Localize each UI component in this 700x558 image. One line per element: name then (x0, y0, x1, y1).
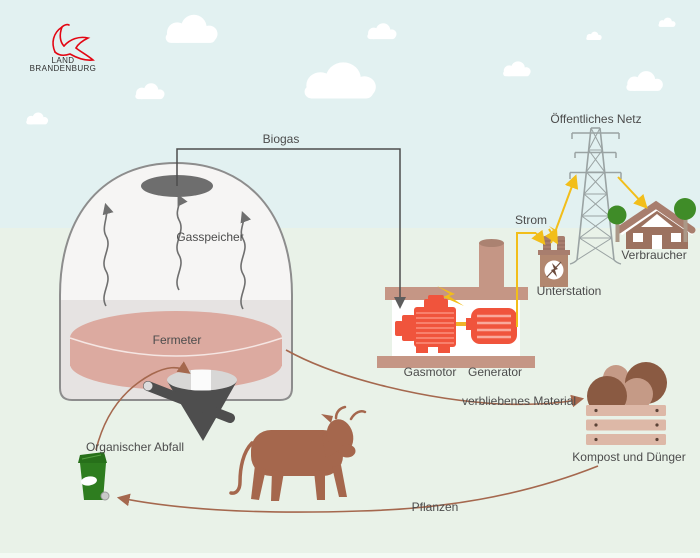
fermeter-label: Fermeter (152, 333, 202, 347)
compost-crate-icon (586, 362, 667, 445)
pflanzen-label: Pflanzen (411, 500, 459, 514)
oeffentliches-netz-label: Öffentliches Netz (550, 112, 642, 126)
generator-icon (466, 308, 517, 344)
gasspeicher-label: Gasspeicher (176, 230, 244, 244)
house-icon (607, 198, 696, 249)
verbraucher-label: Verbraucher (621, 248, 687, 262)
biogas-label: Biogas (262, 132, 300, 146)
lightning-icon (551, 263, 558, 277)
arrow-to-grid (550, 174, 579, 244)
strom-label: Strom (514, 213, 548, 227)
unterstation-label: Unterstation (536, 284, 602, 298)
pylon-icon (569, 127, 622, 265)
bin-wheel (100, 491, 110, 501)
bottom-strip (0, 553, 700, 558)
cow-icon (229, 405, 367, 501)
biogas-dome-icon (59, 161, 293, 401)
engine-icon (395, 295, 456, 353)
arrow-remaining-material (285, 349, 585, 408)
organischer-abfall-label: Organischer Abfall (85, 440, 185, 454)
generator-label: Generator (467, 365, 523, 379)
arrow-waste-to-funnel (95, 361, 191, 451)
logo-line2: BRANDENBURG (29, 64, 97, 74)
chimney-icon (479, 243, 504, 291)
gas-waves-icon (102, 194, 252, 310)
gasmotor-label: Gasmotor (403, 365, 457, 379)
house-door (652, 235, 662, 249)
logo-line1: LAND (51, 56, 75, 65)
arrow-to-house (617, 176, 648, 209)
material-flow-arrows (95, 349, 599, 513)
tree-icon (607, 198, 696, 242)
verbliebenes-material-label: verbliebenes Material (461, 394, 577, 408)
funnel-icon (143, 369, 237, 441)
engine-house (377, 239, 535, 368)
house-window (633, 233, 643, 242)
arrow-plants (116, 465, 599, 513)
feed-pipe (143, 381, 235, 423)
waste-bin-icon (78, 452, 110, 501)
power-lines (516, 174, 648, 327)
house-window (671, 233, 681, 242)
kompost-label: Kompost und Dünger (572, 450, 686, 464)
biogas-pipe-line (176, 148, 406, 309)
eagle-icon (52, 23, 95, 61)
logo-text: LAND BRANDENBURG (29, 56, 97, 74)
